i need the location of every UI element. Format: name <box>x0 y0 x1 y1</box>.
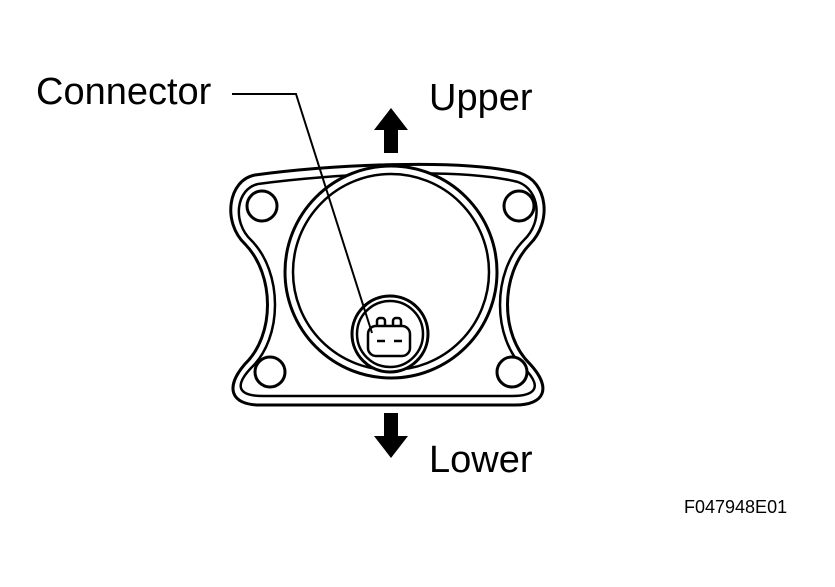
bolt-hole-top-right <box>502 189 536 223</box>
sensor-body-outer <box>283 164 499 380</box>
connector-plug <box>366 316 412 358</box>
connector-label: Connector <box>36 71 212 113</box>
bolt-hole-top-left <box>245 189 279 223</box>
bolt-holes <box>245 189 536 389</box>
upper-label: Upper <box>429 77 533 119</box>
lower-label: Lower <box>429 439 533 481</box>
upper-arrow <box>374 108 408 153</box>
figure-code: F047948E01 <box>684 497 788 517</box>
connector-leader-line <box>232 93 373 334</box>
lower-arrow <box>374 413 408 458</box>
bolt-hole-bottom-left <box>253 355 287 389</box>
bolt-hole-bottom-right <box>495 355 529 389</box>
connector-boss-inner <box>355 299 425 369</box>
